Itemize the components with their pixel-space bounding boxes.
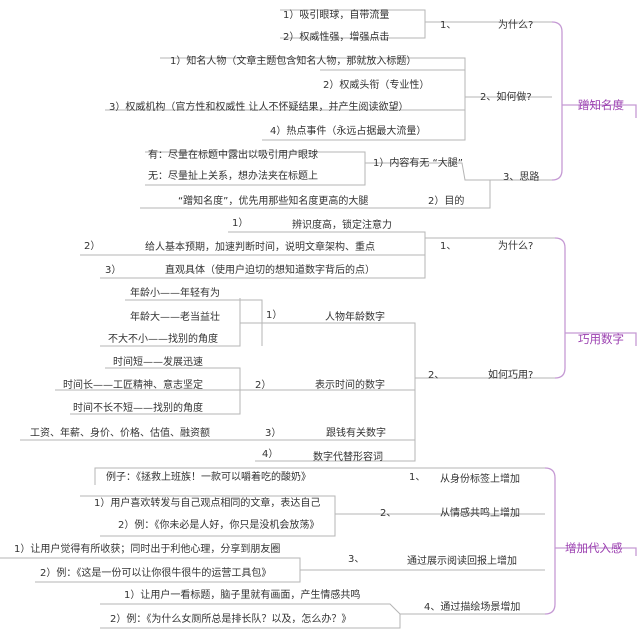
leaf-example-restroom: 2）例：《为什么女厕所总是排长队？以及，怎么办？》	[110, 612, 351, 625]
root-topic-use-numbers: 巧用数字	[578, 332, 624, 346]
leaf-time-long: 时间长——工匠精神、意志坚定	[63, 378, 203, 391]
leaf-number: 1）	[232, 217, 248, 229]
connector-lines	[0, 9, 637, 629]
sub-number: 2）	[255, 379, 271, 391]
sub-number: 1）	[266, 309, 282, 321]
leaf-age-middle: 不大不小——找别的角度	[108, 332, 218, 345]
node-number: 2、	[380, 508, 396, 519]
node-approach: 3、思路	[503, 170, 539, 183]
node-reading-reward: 通过展示阅读回报上增加	[407, 554, 517, 567]
leaf-attract-eyes: 1）吸引眼球，自带流量	[283, 8, 389, 21]
node-why: 为什么?	[498, 240, 533, 252]
node-emotional-resonance: 从情感共鸣上增加	[440, 506, 520, 519]
node-number: 1、	[440, 241, 456, 252]
leaf-intuitive: 直观具体（使用户迫切的想知道数字背后的点）	[165, 263, 375, 276]
node-how: 2、如何做?	[480, 90, 532, 103]
root-topic-increase-immersion: 增加代入感	[565, 541, 623, 555]
leaf-picture-in-mind: 1）让用户一看标题，脑子里就有画面，产生情感共鸣	[124, 588, 360, 601]
node-has-big-name: 1）内容有无 “大腿”	[373, 156, 463, 169]
leaf-number: 3）	[105, 264, 121, 276]
sub-number: 4）	[262, 448, 278, 460]
leaf-purpose-detail: “蹭知名度”，优先用那些知名度更高的大腿	[178, 194, 368, 207]
leaf-share-same-view: 1）用户喜欢转发与自己观点相同的文章，表达自己	[94, 496, 320, 509]
node-number-replace-adj: 数字代替形容词	[313, 450, 383, 463]
node-number: 3、	[348, 554, 364, 565]
leaf-authority-title: 2）权威头衔（专业性）	[323, 78, 429, 91]
node-age-numbers: 人物年龄数字	[325, 310, 385, 323]
node-identity-label: 从身份标签上增加	[440, 472, 520, 485]
node-why: 为什么?	[498, 19, 533, 31]
branch-increase-immersion: 增加代入感 1、 从身份标签上增加 例子：《拯救上班族！一款可以嚼着吃的酸奶》 …	[14, 470, 623, 625]
leaf-gain-and-share: 1）让用户觉得有所收获；同时出于利他心理，分享到朋友圈	[14, 542, 280, 555]
node-time-numbers: 表示时间的数字	[315, 378, 385, 391]
leaf-example-toolkit: 2）例：《这是一份可以让你很牛很牛的运营工具包》	[40, 566, 271, 579]
node-number: 2、	[428, 370, 444, 381]
leaf-authority-institution: 3）权威机构（官方性和权威性 让人不怀疑结果，并产生阅读欲望）	[109, 100, 409, 113]
node-number: 1、	[440, 20, 456, 31]
leaf-example-yogurt: 例子：《拯救上班族！一款可以嚼着吃的酸奶》	[106, 470, 311, 483]
node-how-use: 如何巧用?	[488, 368, 533, 381]
leaf-age-old: 年龄大——老当益壮	[130, 310, 220, 323]
leaf-expectation: 给人基本预期，加速判断时间，说明文章架构、重点	[145, 240, 375, 253]
leaf-has: 有：尽量在标题中露出以吸引用户眼球	[148, 148, 318, 161]
sub-number: 3）	[265, 427, 281, 439]
node-number: 1、	[409, 472, 425, 483]
branch-use-numbers: 巧用数字 1、 为什么? 1） 辨识度高，锁定注意力 2） 给人基本预期，加速判…	[30, 217, 624, 463]
node-describe-scene: 4、通过描绘场景增加	[424, 600, 520, 613]
leaf-famous-person: 1）知名人物（文章主题包含知名人物，那就放入标题）	[170, 54, 416, 67]
leaf-money-items: 工资、年薪、身价、价格、估值、融资额	[30, 426, 210, 439]
leaf-time-short: 时间短——发展迅速	[113, 355, 203, 368]
branch-gain-fame: 蹭知名度 1、 为什么? 1）吸引眼球，自带流量 2）权威性强，增强点击 2、如…	[109, 8, 624, 207]
leaf-authority-clicks: 2）权威性强，增强点击	[283, 30, 389, 43]
leaf-recognizable: 辨识度高，锁定注意力	[292, 218, 392, 231]
leaf-time-middle: 时间不长不短——找别的角度	[73, 401, 203, 414]
leaf-has-not: 无：尽量扯上关系，想办法夹在标题上	[148, 169, 318, 182]
node-purpose: 2）目的	[428, 194, 464, 207]
node-money-numbers: 跟钱有关数字	[326, 426, 386, 439]
leaf-hot-event: 4）热点事件（永远占据最大流量）	[270, 124, 426, 137]
leaf-number: 2）	[84, 240, 100, 252]
leaf-example-nice-person: 2）例：《你未必是人好，你只是没机会放荡》	[118, 518, 319, 531]
leaf-age-young: 年龄小——年轻有为	[130, 286, 220, 299]
root-topic-gain-fame: 蹭知名度	[578, 98, 624, 112]
